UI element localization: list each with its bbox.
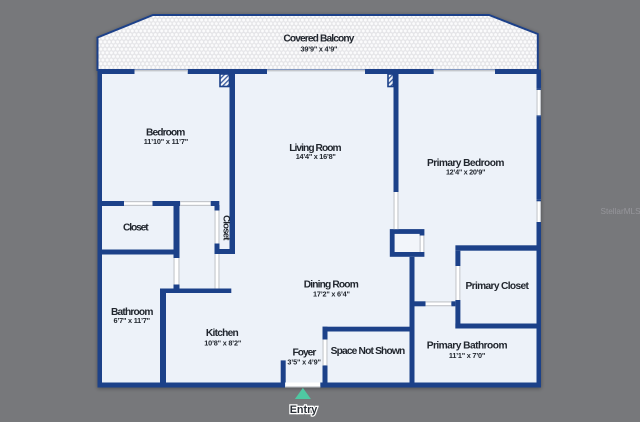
- svg-text:11’1" x 7’0": 11’1" x 7’0": [449, 351, 485, 360]
- svg-text:Bathroom: Bathroom: [111, 307, 153, 318]
- svg-text:Space Not Shown: Space Not Shown: [331, 346, 406, 357]
- svg-text:Kitchen: Kitchen: [206, 328, 239, 339]
- svg-text:14’4" x 16’8": 14’4" x 16’8": [296, 152, 336, 161]
- svg-text:Foyer: Foyer: [293, 347, 317, 358]
- svg-text:StellarMLS: StellarMLS: [601, 207, 640, 216]
- svg-text:Dining Room: Dining Room: [304, 280, 359, 291]
- svg-text:17’2" x 6’4": 17’2" x 6’4": [313, 289, 350, 298]
- svg-text:6’7" x 11’7": 6’7" x 11’7": [114, 316, 151, 325]
- svg-text:Closet: Closet: [221, 215, 232, 241]
- svg-text:Primary Bathroom: Primary Bathroom: [427, 340, 508, 351]
- svg-text:Primary Bedroom: Primary Bedroom: [427, 158, 504, 169]
- svg-text:Closet: Closet: [123, 222, 149, 233]
- svg-text:12’4" x 20’9": 12’4" x 20’9": [446, 168, 486, 177]
- svg-text:Living Room: Living Room: [289, 143, 341, 154]
- svg-text:10’8" x 8’2": 10’8" x 8’2": [204, 339, 241, 348]
- svg-text:11’10" x 11’7": 11’10" x 11’7": [144, 137, 189, 146]
- svg-text:Primary Closet: Primary Closet: [466, 281, 530, 292]
- svg-text:Covered Balcony: Covered Balcony: [283, 34, 354, 45]
- svg-text:Entry: Entry: [290, 404, 318, 416]
- svg-text:3’5" x 4’9": 3’5" x 4’9": [287, 358, 321, 367]
- svg-text:39’9" x 4’9": 39’9" x 4’9": [301, 44, 338, 53]
- svg-text:Bedroom: Bedroom: [146, 128, 185, 139]
